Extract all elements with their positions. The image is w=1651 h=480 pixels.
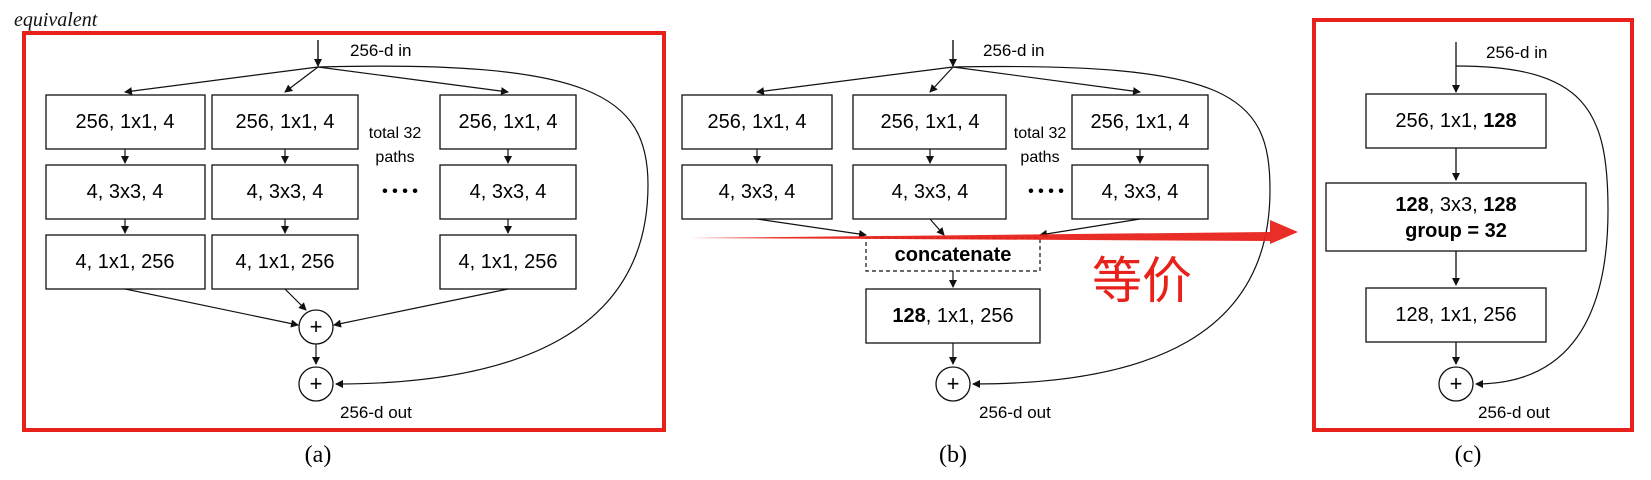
panel-b-final-conv-rest: , 1x1, 256 bbox=[926, 305, 1014, 327]
panel-a-highlight-frame bbox=[22, 31, 666, 432]
panel-a-path1-box1-label: 256, 1x1, 4 bbox=[76, 111, 175, 133]
panel-b-path2-box1 bbox=[852, 94, 1007, 150]
panel-b-path1-box2-label: 4, 3x3, 4 bbox=[719, 181, 796, 203]
panel-c: 256-d in 256, 1x1, 128 128, 3x3, 128 gro… bbox=[1312, 18, 1634, 432]
panel-a-paths-note-line1: total 32 bbox=[369, 125, 422, 142]
panel-c-box1-rest: 256, 1x1, bbox=[1395, 110, 1483, 132]
panel-b-path32-box1 bbox=[1071, 94, 1209, 150]
panel-a-path32-box3 bbox=[439, 234, 577, 290]
panel-a-caption: (a) bbox=[305, 442, 332, 468]
panel-a-path2-box3 bbox=[211, 234, 359, 290]
panel-b-final-conv-box bbox=[865, 288, 1041, 344]
panel-b-caption: (b) bbox=[939, 442, 967, 468]
panel-c-box2-mid: , 3x3, bbox=[1429, 194, 1483, 216]
panel-c-box2-bold-a: 128 bbox=[1395, 194, 1428, 216]
panel-a: 256-d in 256, 1x1, 4 4, 3x3, 4 4, 1x1, 2… bbox=[22, 31, 666, 432]
plus-icon bbox=[935, 366, 971, 402]
panel-a-path1-box2-label: 4, 3x3, 4 bbox=[87, 181, 164, 203]
panel-c-box3-label: 128, 1x1, 256 bbox=[1395, 304, 1516, 326]
panel-a-paths-note-line2: paths bbox=[375, 149, 414, 166]
panel-a-path32-box3-label: 4, 1x1, 256 bbox=[459, 251, 558, 273]
panel-b-input-label: 256-d in bbox=[983, 41, 1044, 60]
panel-a-path2-box2-label: 4, 3x3, 4 bbox=[247, 181, 324, 203]
panel-b-path1-box2 bbox=[681, 164, 833, 220]
panel-a-path1-box3-label: 4, 1x1, 256 bbox=[76, 251, 175, 273]
panel-a-path2-box3-label: 4, 1x1, 256 bbox=[236, 251, 335, 273]
panel-c-caption: (c) bbox=[1455, 442, 1482, 468]
panel-a-path32-box2-label: 4, 3x3, 4 bbox=[470, 181, 547, 203]
panel-c-residual-plus: + bbox=[1450, 371, 1463, 396]
panel-c-box2-line2: group = 32 bbox=[1405, 220, 1507, 242]
panel-a-residual-plus: + bbox=[310, 371, 323, 396]
panel-a-sum-plus: + bbox=[310, 314, 323, 339]
panel-b: 256-d in 256, 1x1, 4 4, 3x3, 4 256, 1x1,… bbox=[681, 40, 1271, 422]
ellipsis-icon: • • • • bbox=[1028, 183, 1064, 200]
panel-b-path2-box2-label: 4, 3x3, 4 bbox=[892, 181, 969, 203]
panel-b-path32-box2-label: 4, 3x3, 4 bbox=[1102, 181, 1179, 203]
panel-b-paths-note-line2: paths bbox=[1020, 149, 1059, 166]
panel-b-path2-box2 bbox=[852, 164, 1007, 220]
panel-b-path32-box1-label: 256, 1x1, 4 bbox=[1091, 111, 1190, 133]
panel-a-path1-box3 bbox=[45, 234, 206, 290]
panel-a-path1-box1 bbox=[45, 94, 206, 150]
panel-a-path2-box1 bbox=[211, 94, 359, 150]
panel-c-box3 bbox=[1365, 287, 1547, 343]
panel-c-box1-label: 256, 1x1, 128 bbox=[1395, 110, 1516, 132]
equivalent-note: equivalent bbox=[14, 9, 98, 31]
panel-c-box2 bbox=[1325, 182, 1587, 252]
right-arrow-icon bbox=[690, 220, 1298, 244]
panel-b-residual-plus: + bbox=[947, 371, 960, 396]
panel-b-concatenate-label: concatenate bbox=[895, 244, 1012, 266]
panel-a-input-label: 256-d in bbox=[350, 41, 411, 60]
equivalent-annotation: 等价 bbox=[1092, 253, 1192, 309]
panel-c-box1 bbox=[1365, 93, 1547, 149]
plus-icon bbox=[298, 366, 334, 402]
panel-a-path2-box1-label: 256, 1x1, 4 bbox=[236, 111, 335, 133]
ellipsis-icon: • • • • bbox=[382, 183, 418, 200]
panel-a-path2-box2 bbox=[211, 164, 359, 220]
panel-c-box1-bold: 128 bbox=[1483, 110, 1516, 132]
panel-b-output-label: 256-d out bbox=[979, 403, 1051, 422]
panel-c-box2-bold-b: 128 bbox=[1483, 194, 1516, 216]
panel-b-paths-note-line1: total 32 bbox=[1014, 125, 1067, 142]
plus-icon bbox=[1438, 366, 1474, 402]
panel-c-input-label: 256-d in bbox=[1486, 43, 1547, 62]
panel-c-highlight-frame bbox=[1312, 18, 1634, 432]
panel-b-final-conv-bold: 128 bbox=[892, 305, 925, 327]
panel-c-box2-line1: 128, 3x3, 128 bbox=[1395, 194, 1516, 216]
panel-b-path1-box1-label: 256, 1x1, 4 bbox=[708, 111, 807, 133]
panel-a-path32-box1-label: 256, 1x1, 4 bbox=[459, 111, 558, 133]
panel-a-path32-box2 bbox=[439, 164, 577, 220]
panel-c-output-label: 256-d out bbox=[1478, 403, 1550, 422]
panel-a-path32-box1 bbox=[439, 94, 577, 150]
panel-a-output-label: 256-d out bbox=[340, 403, 412, 422]
panel-b-path32-box2 bbox=[1071, 164, 1209, 220]
panel-b-path2-box1-label: 256, 1x1, 4 bbox=[881, 111, 980, 133]
panel-b-final-conv-label: 128, 1x1, 256 bbox=[892, 305, 1013, 327]
